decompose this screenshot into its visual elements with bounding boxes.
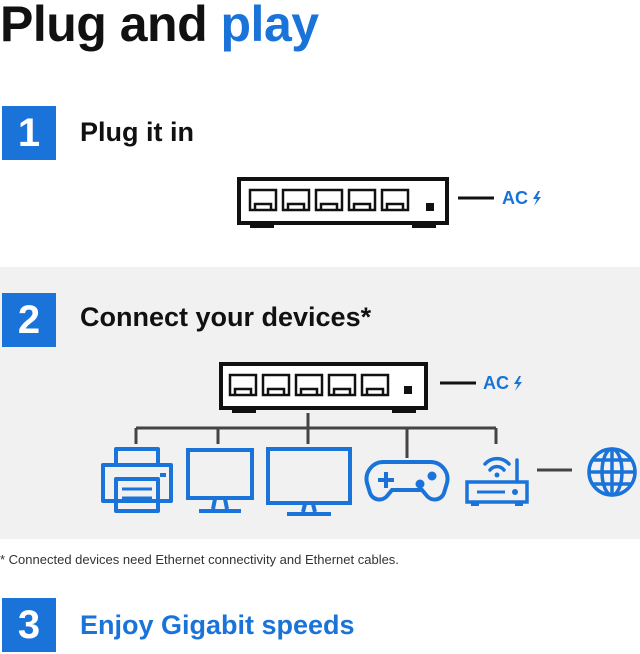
gamepad-icon (364, 459, 450, 502)
lightning-icon-2 (514, 376, 522, 391)
ac-text-2: AC (483, 373, 509, 393)
step-3-number: 3 (2, 598, 56, 652)
lightning-icon (533, 191, 541, 206)
step-2-label: Connect your devices* (80, 302, 372, 332)
step-3-label: Enjoy Gigabit speeds (80, 610, 355, 640)
footnote: * Connected devices need Ethernet connec… (0, 552, 399, 567)
monitor-icon (186, 448, 254, 513)
power-label-2: AC (483, 373, 522, 393)
ethernet-ports (248, 188, 410, 212)
step-1-label: Plug it in (80, 117, 194, 147)
monitor-icon-large (266, 447, 352, 516)
power-label-1: AC (502, 188, 541, 208)
switch-illustration-1 (237, 177, 494, 228)
title-part-1: Plug and (0, 0, 208, 52)
ac-text: AC (502, 188, 528, 208)
page-title: Plug and play (0, 0, 319, 56)
router-icon (465, 456, 529, 506)
step-1-number: 1 (2, 106, 56, 160)
globe-icon (587, 447, 637, 497)
title-part-2: play (220, 0, 320, 52)
step-2-number: 2 (2, 293, 56, 347)
printer-icon (101, 447, 173, 513)
switch-illustration-2 (219, 362, 476, 413)
